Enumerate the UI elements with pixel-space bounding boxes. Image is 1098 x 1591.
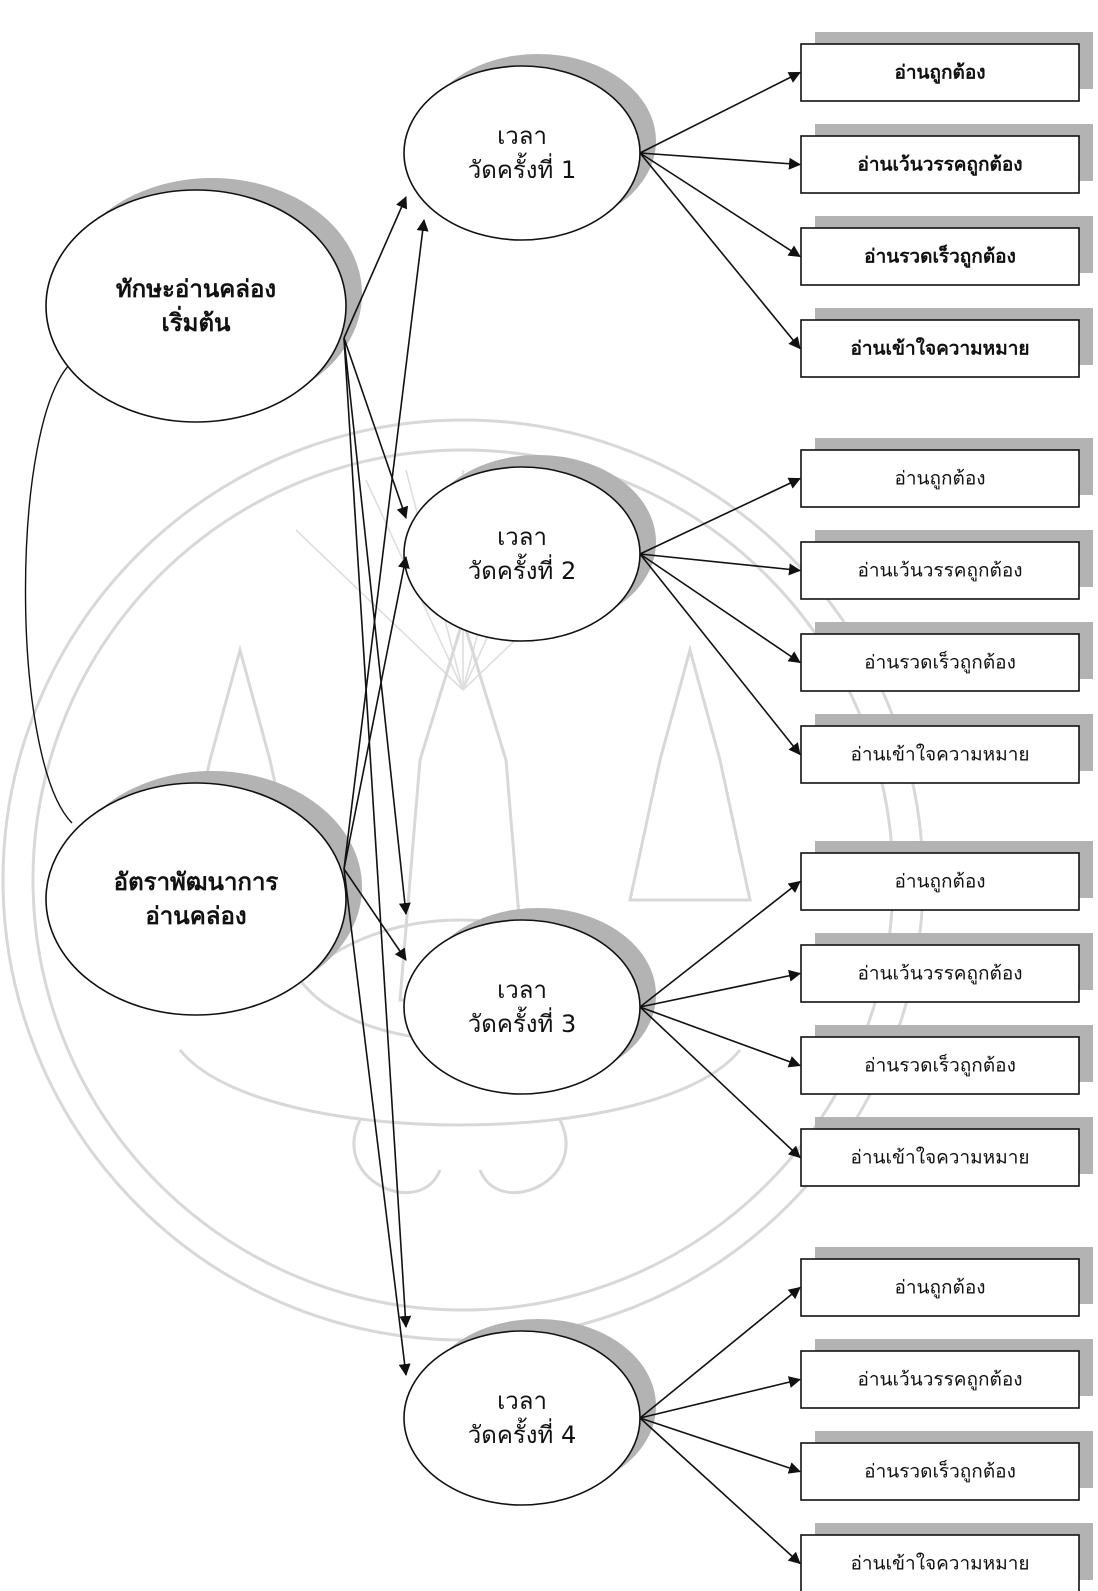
indicator-box-t4-2-label: อ่านเว้นวรรคถูกต้อง	[857, 1369, 1022, 1391]
indicator-box-t2-3-label: อ่านรวดเร็วถูกต้อง	[864, 650, 1016, 674]
indicator-box-t1-4-label: อ่านเข้าใจความหมาย	[850, 337, 1029, 360]
growth-to-time-1-arrow	[343, 219, 429, 870]
indicator-box-t3-2	[800, 944, 1080, 1003]
indicator-box-t1-3-label: อ่านรวดเร็วถูกต้อง	[864, 244, 1016, 269]
indicator-box-t1-4	[800, 319, 1080, 378]
indicator-box-t2-4	[800, 725, 1080, 784]
indicator-box-t1-2-label: อ่านเว้นวรรคถูกต้อง	[857, 154, 1022, 177]
loading-arrow-t3-3	[639, 1006, 801, 1068]
indicator-box-t3-1-label: อ่านถูกต้อง	[894, 871, 985, 893]
loading-arrow-t2-4	[639, 553, 801, 756]
initial-status-factor-line-2: เริ่มต้น	[162, 305, 232, 337]
growth-rate-factor	[45, 782, 347, 1016]
loading-arrow-t3-2	[639, 969, 801, 1008]
loading-arrow-t4-3	[639, 1417, 801, 1474]
indicator-box-t4-4-label: อ่านเข้าใจความหมาย	[850, 1553, 1029, 1575]
loading-arrow-t3-1	[639, 880, 801, 1008]
loading-arrow-t4-1	[639, 1286, 801, 1419]
time-point-3	[403, 919, 641, 1095]
indicator-box-t4-4	[800, 1534, 1080, 1591]
initial-to-time-1-arrow	[343, 196, 408, 339]
initial-status-factor-line-1: ทักษะอ่านคล่อง	[116, 275, 276, 303]
time-point-4-line-2: วัดครั้งที่ 4	[468, 1417, 576, 1449]
initial-status-factor	[45, 189, 347, 423]
indicator-box-t4-3	[800, 1442, 1080, 1501]
indicator-box-t4-1	[800, 1258, 1080, 1317]
growth-to-time-2-arrow	[343, 556, 410, 870]
growth-to-time-4-arrow	[343, 868, 411, 1376]
indicator-box-t4-2	[800, 1350, 1080, 1409]
growth-rate-factor-line-2: อ่านคล่อง	[145, 902, 246, 930]
indicator-box-t2-2-label: อ่านเว้นวรรคถูกต้อง	[857, 560, 1022, 582]
indicator-box-t3-4	[800, 1128, 1080, 1187]
time-point-2-line-2: วัดครั้งที่ 2	[468, 553, 576, 585]
time-point-1-line-1: เวลา	[497, 122, 547, 150]
loading-arrow-t4-4	[639, 1417, 801, 1565]
time-point-4-line-1: เวลา	[497, 1387, 547, 1415]
indicator-box-t1-1	[800, 43, 1080, 102]
time-point-1	[403, 65, 641, 241]
time-point-1-line-2: วัดครั้งที่ 1	[468, 152, 576, 184]
loading-arrow-t2-1	[639, 477, 801, 555]
indicator-box-t2-1	[800, 449, 1080, 508]
time-point-2	[403, 466, 641, 642]
loading-arrow-t3-4	[639, 1006, 801, 1159]
indicator-box-t3-1	[800, 852, 1080, 911]
time-point-2-line-1: เวลา	[497, 523, 547, 551]
indicator-box-t1-1-label: อ่านถูกต้อง	[894, 62, 985, 85]
indicator-box-t1-2	[800, 135, 1080, 194]
indicator-box-t3-3-label: อ่านรวดเร็วถูกต้อง	[864, 1053, 1016, 1077]
indicator-box-t4-1-label: อ่านถูกต้อง	[894, 1277, 985, 1299]
indicator-box-t3-3	[800, 1036, 1080, 1095]
time-point-3-line-1: เวลา	[497, 976, 547, 1004]
loading-arrow-t4-2	[639, 1376, 801, 1419]
indicator-box-t3-2-label: อ่านเว้นวรรคถูกต้อง	[857, 963, 1022, 985]
growth-to-time-3-arrow	[343, 868, 407, 961]
indicator-box-t2-2	[800, 541, 1080, 600]
initial-to-time-2-arrow	[343, 337, 409, 519]
initial-to-time-3-arrow	[343, 337, 411, 915]
loading-arrow-t1-2	[639, 152, 801, 170]
indicator-box-t3-4-label: อ่านเข้าใจความหมาย	[850, 1147, 1029, 1169]
loading-arrow-t1-4	[639, 152, 801, 350]
indicator-box-t2-4-label: อ่านเข้าใจความหมาย	[850, 744, 1029, 766]
indicator-box-t2-3	[800, 633, 1080, 692]
growth-rate-factor-line-1: อัตราพัฒนาการ	[114, 868, 279, 896]
initial-to-time-4-arrow	[343, 337, 412, 1328]
loading-arrow-t2-3	[639, 553, 801, 664]
factor-correlation-curve	[24, 361, 73, 824]
loading-arrow-t1-1	[639, 71, 801, 154]
indicator-box-t2-1-label: อ่านถูกต้อง	[894, 468, 985, 490]
indicator-box-t1-3	[800, 227, 1080, 286]
time-point-4	[403, 1330, 641, 1506]
time-point-3-line-2: วัดครั้งที่ 3	[468, 1006, 576, 1038]
loading-arrow-t2-2	[639, 553, 801, 576]
indicator-box-t4-3-label: อ่านรวดเร็วถูกต้อง	[864, 1459, 1016, 1483]
loading-arrow-t1-3	[639, 152, 801, 258]
